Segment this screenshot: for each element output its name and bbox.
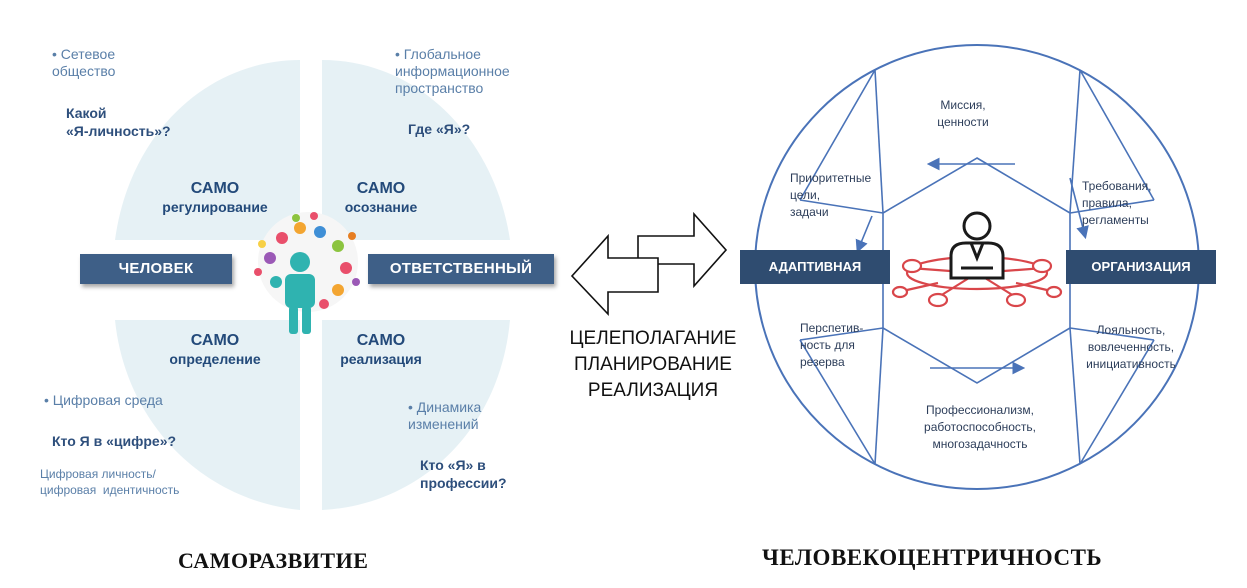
banner-adaptive: АДАПТИВНАЯ [740,250,890,284]
bullet-global-space-text: Глобальное информационное пространство [395,46,510,96]
bullet-network-society-text: Сетевое общество [52,46,116,79]
bullet-digital-environment: • Цифровая среда [44,392,163,408]
caption-self-development: САМОРАЗВИТИЕ [178,548,369,573]
step-planning: ПЛАНИРОВАНИЕ [574,354,732,375]
person-figure-icon [285,252,315,334]
segment-priority-goals: Приоритетные цели, задачи [790,171,872,219]
samo-determination-sub: определение [169,351,261,367]
left-background-wheel [115,60,510,510]
samo-regulation-sub: регулирование [162,199,268,215]
bullet-digital-environment-text: Цифровая среда [52,392,163,408]
double-arrow-icon [570,211,728,317]
question-who-in-digital: Кто Я в «цифре»? [52,433,177,449]
samo-awareness-title: САМО [356,180,406,197]
samo-awareness: САМО осознание [316,180,446,216]
banner-organization: ОРГАНИЗАЦИЯ [1066,250,1216,284]
samo-awareness-sub: осознание [344,199,418,215]
note-digital-identity: Цифровая личность/ цифровая идентичность [40,467,180,497]
step-goal-setting: ЦЕЛЕПОЛАГАНИЕ [569,328,737,349]
org-wheel-diagram [754,44,1200,490]
samo-realization-sub: реализация [340,351,422,367]
step-realization: РЕАЛИЗАЦИЯ [587,380,719,401]
bullet-global-space: • Глобальное информационное пространство [395,46,510,96]
question-what-personality: Какой «Я-личность»? [66,105,171,139]
businessman-icon [949,211,1005,280]
segment-mission-values: Миссия, ценности [937,98,989,129]
samo-realization: САМО реализация [316,332,446,368]
bullet-dynamics-of-change-text: Динамика изменений [408,399,482,432]
samo-determination-title: САМО [190,332,240,349]
caption-human-centricity: ЧЕЛОВЕКОЦЕНТРИЧНОСТЬ [762,545,1103,570]
segment-loyalty: Лояльность, вовлеченность, инициативност… [1086,323,1176,371]
segment-reserve-prospects: Перспетив- ность для резерва [800,321,864,369]
question-where-am-i: Где «Я»? [408,121,471,137]
question-who-in-profession: Кто «Я» в профессии? [420,457,507,491]
process-steps: ЦЕЛЕПОЛАГАНИЕ ПЛАНИРОВАНИЕ РЕАЛИЗАЦИЯ [558,326,748,404]
segment-professionalism: Профессионализм, работоспособность, мног… [924,403,1036,451]
bullet-network-society: • Сетевое общество [52,46,116,79]
samo-determination: САМО определение [150,332,280,368]
bullet-dynamics-of-change: • Динамика изменений [408,399,482,432]
samo-regulation: САМО регулирование [150,180,280,216]
samo-realization-title: САМО [356,332,406,349]
segment-requirements: Требования, правила, регламенты [1082,179,1152,227]
banner-person: ЧЕЛОВЕК [80,254,232,284]
samo-regulation-title: САМО [190,180,240,197]
banner-responsible: ОТВЕТСТВЕННЫЙ [368,254,554,284]
